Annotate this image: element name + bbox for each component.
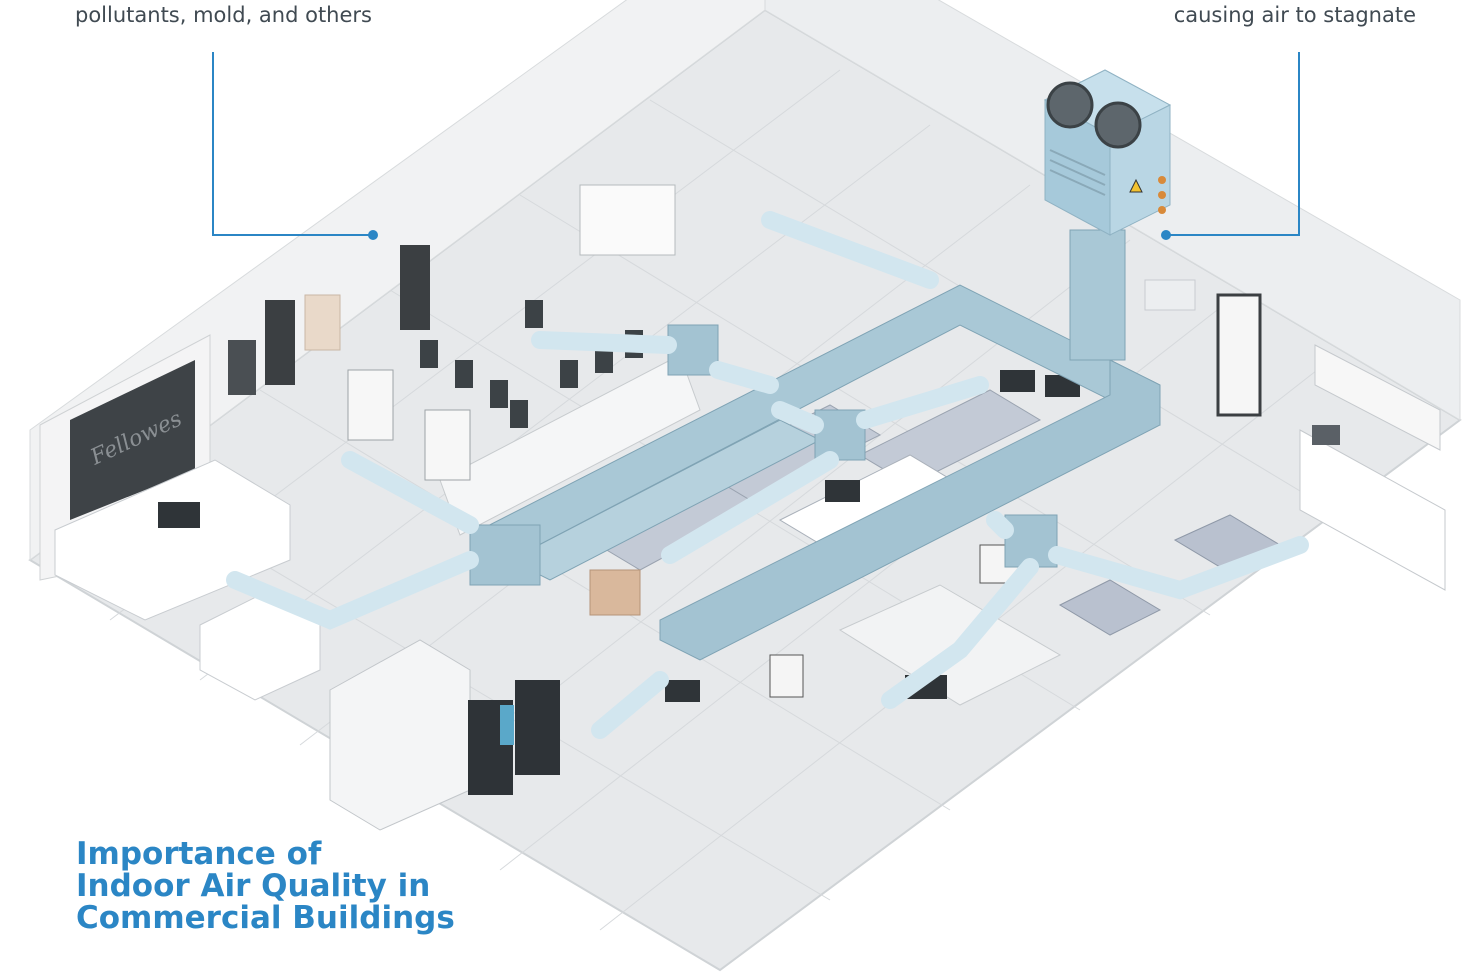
vending-machine-2 [515,680,560,775]
callout-left-dot [368,230,378,240]
flex-duct-3 [531,331,677,354]
flex-duct-9 [1048,536,1309,600]
rooftop-hvac-unit [1043,69,1172,236]
hvac-duct-network [226,211,1309,739]
title-line-1: Importance of [76,836,322,872]
warning-sign-icon [1129,178,1143,193]
window-1 [265,300,295,385]
flex-duct-5 [771,401,824,434]
callout-right-dot [1161,230,1171,240]
reception-monitor [158,502,200,528]
vending-screen [500,705,514,745]
cork-board [589,569,641,616]
framed-picture [769,654,804,698]
main-duct-right [659,359,1161,661]
shelf-books [1144,279,1196,311]
flex-duct-4 [709,361,779,394]
brand-sign-panel [70,360,195,520]
flex-duct-11 [591,671,669,739]
hazard-poster [228,340,256,395]
wall-poster [304,294,341,351]
printer-1 [347,369,394,441]
microwave [1312,425,1340,445]
fan-1-icon [1046,81,1094,129]
flex-duct-6 [856,376,989,429]
flex-duct-7 [661,451,839,564]
window-2 [400,245,430,330]
whiteboard [579,184,676,256]
printer-2 [424,409,471,481]
duct-box-4 [469,524,541,586]
flex-duct-1 [226,551,479,630]
kitchen-wall-cabinets [1314,344,1441,451]
title-line-3: Commercial Buildings [76,900,455,936]
flex-duct-8 [986,511,1014,539]
title-line-2: Indoor Air Quality in [76,868,431,904]
vertical-riser [1069,229,1126,361]
callout-left-text: pollutants, mold, and others [75,3,372,27]
fan-2-icon [1094,101,1142,149]
callout-right-leader [1166,52,1300,236]
flex-duct-10 [881,558,1039,709]
cafe-table-2 [1058,579,1162,636]
callout-left-leader [212,52,373,236]
restroom-door [1216,293,1262,417]
page-title: Importance of Indoor Air Quality in Comm… [76,838,455,934]
callout-right-text: causing air to stagnate [1173,3,1416,27]
kitchen-cabinets [1299,429,1446,591]
flex-duct-12 [761,211,939,289]
flex-duct-2 [341,451,479,534]
